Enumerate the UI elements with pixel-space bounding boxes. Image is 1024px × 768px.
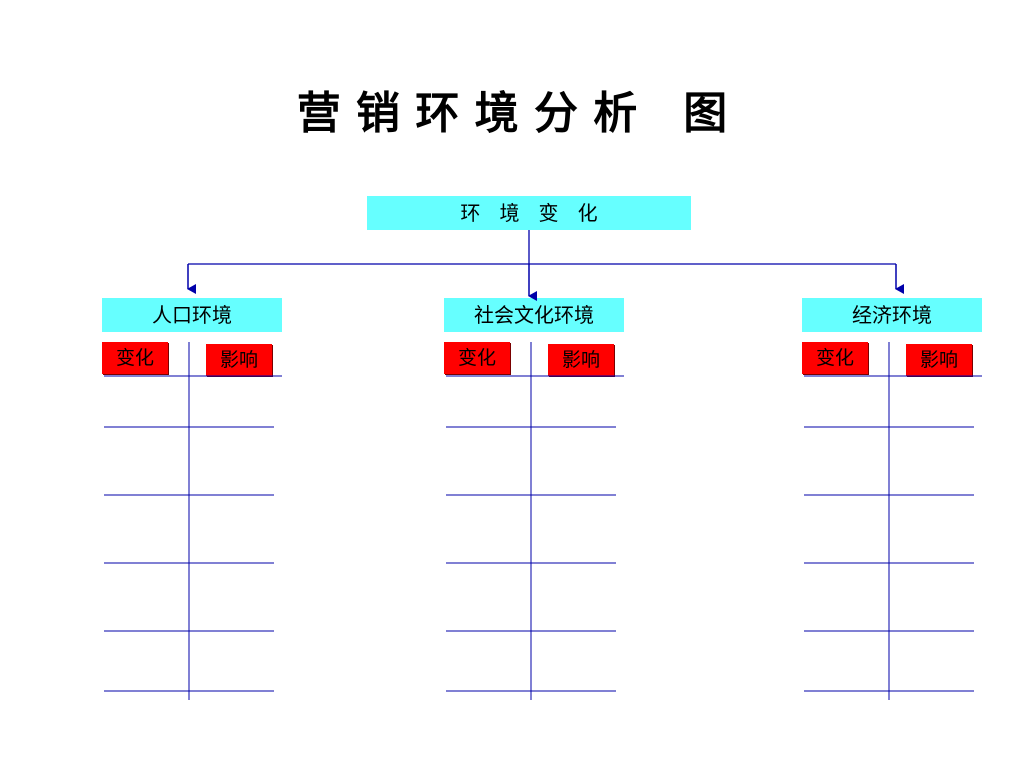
category-population-environment: 人口环境 <box>102 298 282 332</box>
column-header-impact: 影响 <box>906 344 972 376</box>
table-grid-social-cultural <box>446 342 624 700</box>
table-grid-population <box>104 342 282 700</box>
column-header-change: 变化 <box>102 342 168 374</box>
column-header-impact: 影响 <box>548 344 614 376</box>
table-grid-economic <box>804 342 982 700</box>
page-title: 营 销 环 境 分 析 图 <box>296 88 728 139</box>
column-header-impact: 影响 <box>206 344 272 376</box>
column-header-change: 变化 <box>802 342 868 374</box>
category-economic-environment: 经济环境 <box>802 298 982 332</box>
category-social-cultural-environment: 社会文化环境 <box>444 298 624 332</box>
column-header-change: 变化 <box>444 342 510 374</box>
root-node-environment-change: 环 境 变 化 <box>367 196 691 230</box>
